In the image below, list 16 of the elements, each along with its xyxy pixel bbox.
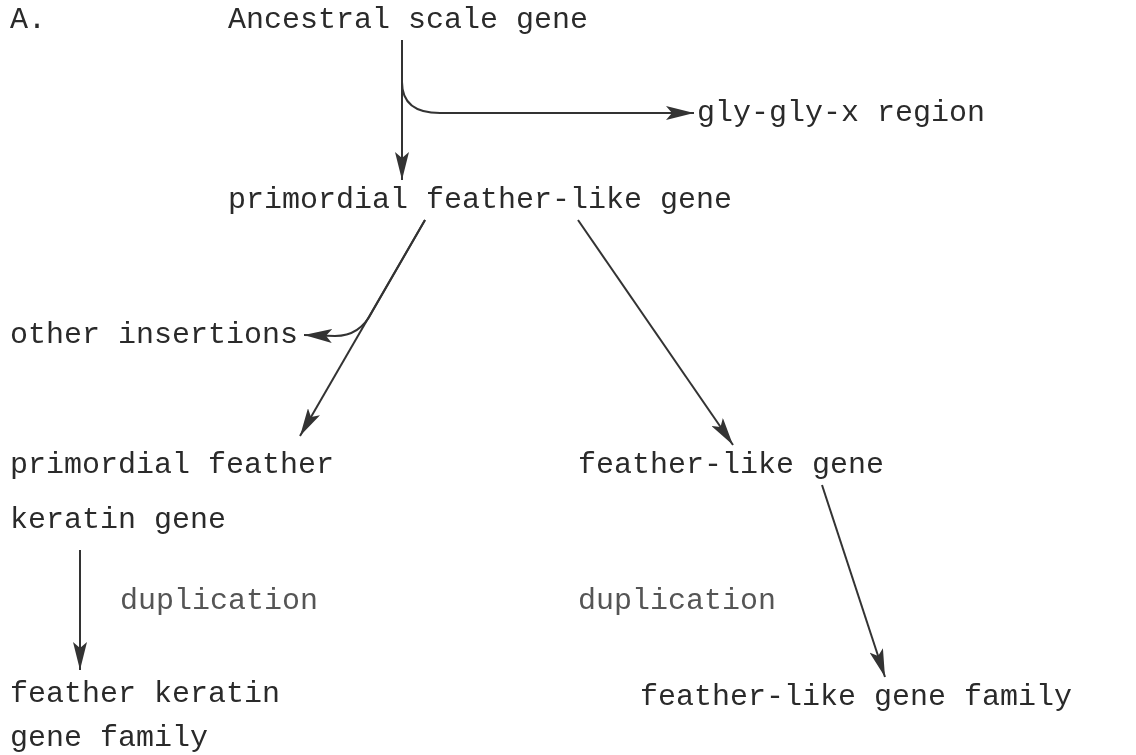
arrow xyxy=(401,39,695,120)
gene-label: feather keratin gene family xyxy=(10,672,283,755)
edge-label: duplication xyxy=(120,583,319,619)
arrow xyxy=(577,219,734,446)
gene-label: primordial feather-like gene xyxy=(228,182,735,218)
arrow xyxy=(821,484,886,678)
gene-label: gly-gly-x region xyxy=(697,95,988,131)
gene-label: Ancestral scale gene xyxy=(228,2,591,38)
gene-label: other insertions xyxy=(10,317,301,353)
arrow xyxy=(303,219,426,343)
edge-label: duplication xyxy=(578,583,777,619)
gene-label: feather-like gene family xyxy=(640,679,1075,715)
arrow xyxy=(73,549,87,671)
panel-letter: A. xyxy=(10,2,46,38)
gene-label: feather-like gene xyxy=(578,447,887,483)
gene-label: primordial feather keratin gene xyxy=(10,438,337,548)
